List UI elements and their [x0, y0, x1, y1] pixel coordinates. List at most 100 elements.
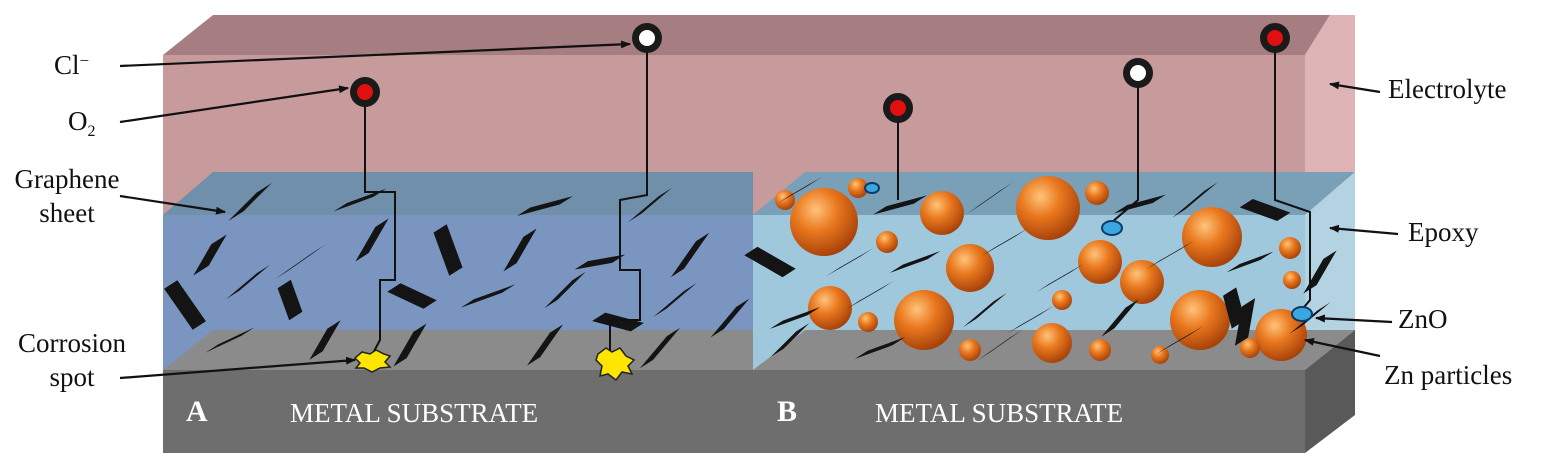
zn-particle — [1182, 207, 1242, 267]
graphene-label: Graphene sheet — [0, 162, 134, 230]
graphene-sheet — [1006, 305, 1054, 335]
graphene-sheet — [1146, 240, 1194, 270]
chloride-ion-a-core — [639, 30, 655, 46]
graphene-sheet — [433, 224, 463, 276]
graphene-sheet — [355, 218, 389, 262]
graphene-sheet — [889, 251, 941, 273]
chloride-label-sup: − — [79, 51, 90, 70]
graphene-sheet — [977, 329, 1023, 361]
oxygen-ion-b2-core — [1267, 30, 1283, 46]
panel-b-letter: B — [777, 395, 798, 428]
graphene-sheet — [228, 183, 272, 221]
graphene-sheet — [873, 195, 927, 215]
panel-b — [744, 15, 1355, 453]
zn-particle — [920, 191, 964, 235]
corrosion-label: Corrosion spot — [0, 326, 144, 394]
chloride-label: Cl− — [54, 52, 89, 79]
corrosion-spot-2 — [595, 347, 636, 382]
graphene-sheet — [967, 182, 1013, 214]
graphene-sheet — [274, 244, 326, 280]
graphene-sheet — [517, 196, 573, 216]
zn-particle — [775, 190, 795, 210]
graphene-sheet — [1226, 251, 1274, 273]
zn-particle — [894, 290, 954, 350]
arrow-graphene — [119, 194, 226, 215]
corrosion-label-line2: spot — [49, 362, 95, 392]
graphene-sheet — [205, 327, 255, 353]
zn-particle — [1283, 271, 1301, 289]
electrolyte-label: Electrolyte — [1388, 74, 1507, 104]
electrolyte-top-a — [163, 15, 810, 55]
zn-particle — [848, 178, 868, 198]
substrate-front-b — [753, 370, 1305, 453]
zn-particle — [1089, 339, 1111, 361]
zno-spot-2 — [1101, 220, 1123, 236]
graphene-sheet — [744, 246, 796, 278]
zn-particle — [959, 339, 981, 361]
corrosion-label-line1: Corrosion — [18, 328, 126, 358]
graphene-sheet — [1303, 250, 1337, 294]
zn-particle — [946, 244, 994, 292]
graphene-sheet — [1234, 298, 1256, 346]
graphene-sheet — [503, 228, 537, 272]
arrow-oxygen — [119, 85, 349, 124]
graphene-sheet — [526, 324, 564, 366]
graphene-sheet — [592, 312, 644, 332]
zn-particle — [858, 312, 878, 332]
graphene-sheets-a — [164, 183, 750, 369]
graphene-label-line1: Graphene — [14, 164, 120, 194]
corrosion-spot-1 — [353, 349, 392, 373]
graphene-sheet — [1036, 263, 1084, 293]
arrow-epoxy — [1329, 224, 1399, 236]
arrow-electrolyte — [1329, 81, 1381, 94]
graphene-sheet — [574, 254, 626, 270]
graphene-sheet — [1156, 325, 1204, 355]
graphene-sheet — [1239, 199, 1291, 221]
graphene-sheet — [393, 323, 427, 367]
zno-label: ZnO — [1398, 304, 1448, 334]
diffusion-path-o2-b2 — [1274, 40, 1311, 313]
graphene-sheet — [653, 282, 697, 318]
graphene-sheet — [770, 323, 810, 357]
graphene-sheet — [1223, 287, 1245, 329]
oxygen-ion-b1-core — [890, 100, 906, 116]
graphene-sheet — [639, 327, 681, 369]
chloride-label-text: Cl — [54, 50, 80, 80]
oxygen-label-text: O — [68, 106, 88, 136]
zn-particle — [790, 188, 858, 256]
graphene-sheet — [854, 337, 906, 359]
graphene-sheet — [826, 247, 874, 277]
substrate-side-b — [1305, 330, 1355, 453]
diffusion-path-cl-a — [609, 40, 648, 355]
graphene-sheet — [544, 271, 586, 309]
zn-particle — [1032, 323, 1072, 363]
zn-particle — [1170, 290, 1230, 350]
zn-particles-label: Zn particles — [1384, 360, 1513, 390]
graphene-sheet — [193, 234, 227, 276]
zn-particle — [1255, 309, 1307, 361]
graphene-sheet — [1172, 182, 1218, 218]
oxygen-ion-a-core — [357, 84, 373, 100]
zno-spot-1 — [864, 182, 880, 194]
substrate-top-a — [163, 330, 810, 370]
graphene-sheet — [460, 284, 516, 308]
graphene-sheet — [164, 280, 206, 330]
graphene-sheet — [387, 283, 437, 309]
arrow-corrosion — [119, 356, 356, 380]
oxygen-label: O2 — [68, 108, 96, 140]
graphene-sheet — [333, 188, 387, 212]
arrow-zno — [1315, 314, 1393, 324]
diffusion-path-o2-a — [364, 94, 396, 356]
zn-particle — [1052, 290, 1072, 310]
chloride-ion-b-core — [1130, 65, 1146, 81]
leader-lines — [119, 40, 1399, 380]
panel-b-substrate-label: METAL SUBSTRATE — [875, 398, 1124, 428]
arrow-chloride — [119, 40, 631, 68]
graphene-sheet — [226, 264, 270, 300]
diffusion-path-cl-b — [1111, 75, 1139, 223]
panel-a-letter: A — [186, 395, 208, 428]
zn-particle — [1016, 176, 1080, 240]
graphene-sheet — [710, 298, 750, 338]
graphene-sheet — [670, 232, 710, 278]
